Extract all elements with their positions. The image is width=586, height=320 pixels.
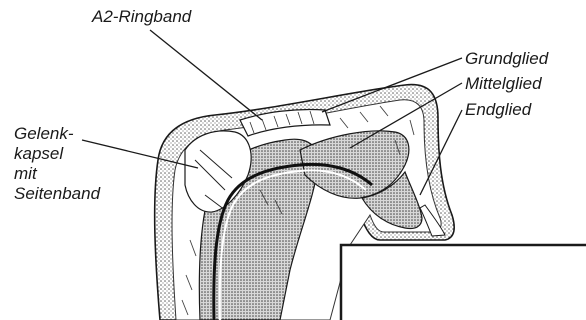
label-gelenkkapsel: Gelenk- kapsel mit Seitenband <box>14 124 100 204</box>
label-gelenkkapsel-line: mit <box>14 164 100 184</box>
label-gelenkkapsel-line: Seitenband <box>14 184 100 204</box>
label-mittelglied: Mittelglied <box>465 74 542 94</box>
label-a2-ringband: A2-Ringband <box>92 7 191 27</box>
label-grundglied: Grundglied <box>465 49 548 69</box>
label-gelenkkapsel-line: kapsel <box>14 144 100 164</box>
leader-a2-ringband <box>150 30 262 120</box>
blank-box <box>341 245 586 320</box>
label-endglied: Endglied <box>465 100 531 120</box>
label-gelenkkapsel-line: Gelenk- <box>14 124 100 144</box>
